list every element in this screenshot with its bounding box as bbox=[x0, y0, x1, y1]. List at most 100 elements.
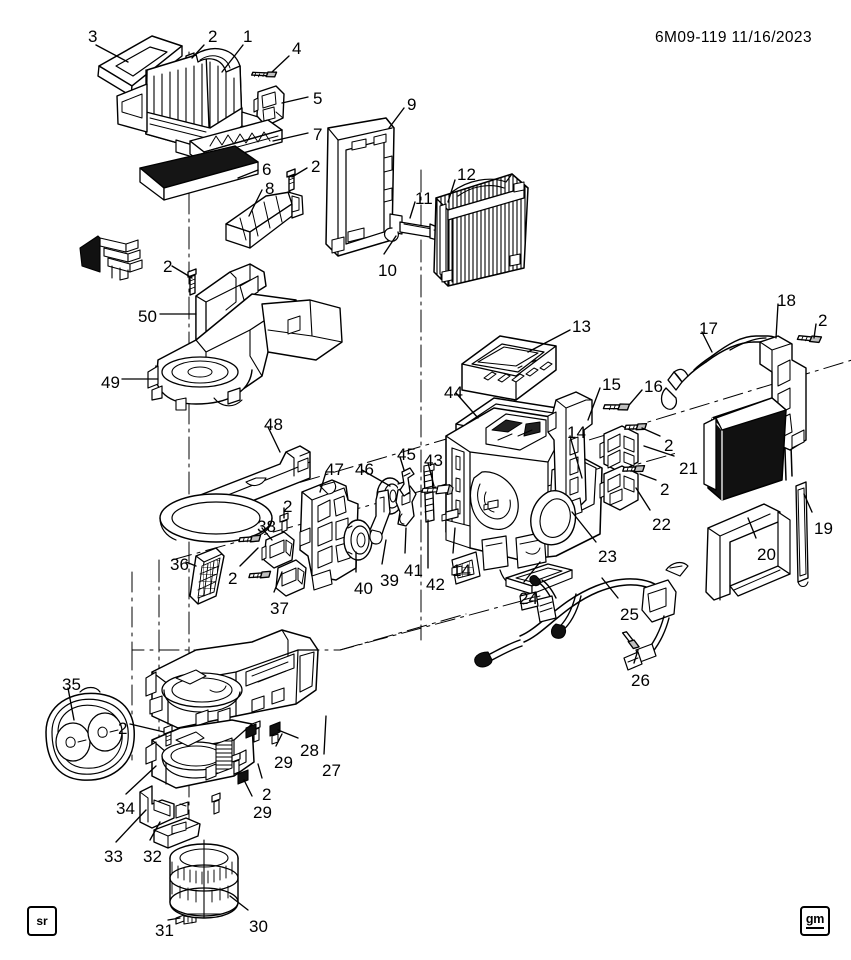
leader-35 bbox=[67, 687, 75, 721]
leader-18 bbox=[775, 303, 779, 339]
callout-49: 49 bbox=[101, 373, 120, 392]
callout-43: 43 bbox=[424, 451, 443, 470]
leader-9 bbox=[388, 107, 405, 129]
callout-26: 26 bbox=[631, 671, 650, 690]
leader-23 bbox=[571, 511, 597, 543]
detail-fin-arrow-icon bbox=[79, 235, 143, 281]
leader-33 bbox=[115, 809, 147, 843]
part-12-evaporator-core bbox=[433, 173, 529, 287]
callout-29: 29 bbox=[253, 803, 272, 822]
leader-13 bbox=[527, 329, 571, 353]
callout-16: 16 bbox=[644, 377, 663, 396]
callout-12: 12 bbox=[457, 165, 476, 184]
callout-2: 2 bbox=[311, 157, 321, 176]
callout-2: 2 bbox=[660, 480, 670, 499]
callout-2: 2 bbox=[262, 785, 272, 804]
leader-11 bbox=[409, 201, 416, 219]
callout-24: 24 bbox=[519, 589, 538, 608]
part-27-blower-housing-upper bbox=[145, 629, 319, 729]
sr-stamp: sr bbox=[27, 906, 57, 936]
callout-14: 14 bbox=[452, 561, 471, 580]
part-34-blower-motor-housing bbox=[145, 719, 255, 789]
callout-46: 46 bbox=[355, 460, 374, 479]
leader-16 bbox=[629, 389, 643, 405]
leader-2 bbox=[291, 167, 308, 178]
part-35-blower-inlet-seal bbox=[45, 686, 135, 781]
callout-32: 32 bbox=[143, 847, 162, 866]
leader-2 bbox=[171, 265, 193, 279]
part-36-vent-grille-small bbox=[189, 547, 225, 605]
leader-8 bbox=[248, 189, 263, 217]
leader-28 bbox=[277, 729, 299, 739]
part-26-harness-screw bbox=[621, 631, 640, 650]
part-39-mode-lever bbox=[369, 489, 391, 545]
part-20-heater-core-seal bbox=[705, 503, 791, 601]
leader-7 bbox=[272, 132, 309, 142]
leader-5 bbox=[281, 96, 309, 104]
leader-41 bbox=[404, 527, 407, 554]
callout-8: 8 bbox=[265, 179, 275, 198]
part-2-screw-bracket-18 bbox=[796, 335, 823, 344]
leader-36 bbox=[185, 561, 197, 567]
callout-47: 47 bbox=[325, 460, 344, 479]
callout-48: 48 bbox=[264, 415, 283, 434]
part-48-duct-seal-ring bbox=[159, 493, 273, 543]
leader-3 bbox=[95, 44, 129, 63]
callout-33: 33 bbox=[104, 847, 123, 866]
drawing-code: 6M09-119 11/16/2023 bbox=[655, 29, 812, 46]
leader-15 bbox=[587, 387, 601, 421]
leader-37 bbox=[273, 571, 283, 593]
part-4-screw-small bbox=[250, 71, 278, 78]
leader-31 bbox=[167, 917, 181, 921]
callout-2: 2 bbox=[818, 311, 828, 330]
leader-1 bbox=[221, 44, 244, 73]
callout-23: 23 bbox=[598, 547, 617, 566]
leader-39 bbox=[381, 539, 387, 565]
leader-27 bbox=[323, 715, 327, 755]
part-33-resistor-bracket bbox=[139, 785, 189, 829]
callout-40: 40 bbox=[354, 579, 373, 598]
leader-2 bbox=[813, 323, 817, 339]
leader-29 bbox=[275, 733, 283, 747]
part-2-screw-near-37 bbox=[248, 570, 272, 579]
callout-50: 50 bbox=[138, 307, 157, 326]
callout-18: 18 bbox=[777, 291, 796, 310]
part-40-cam-gear-large bbox=[343, 519, 373, 561]
leader-43 bbox=[427, 462, 435, 487]
part-heater-core bbox=[703, 397, 787, 501]
callout-38: 38 bbox=[257, 517, 276, 536]
part-47-linkage-plate bbox=[299, 479, 359, 591]
callout-20: 20 bbox=[757, 545, 776, 564]
part-2-screw-actuator-22 bbox=[622, 464, 646, 473]
callout-3: 3 bbox=[88, 27, 98, 46]
callout-2: 2 bbox=[118, 719, 128, 738]
callout-15: 15 bbox=[602, 375, 621, 394]
part-25-wiring-harness bbox=[474, 561, 689, 671]
leader-12 bbox=[447, 179, 456, 203]
part-49-inlet-case-lower bbox=[147, 293, 343, 411]
leader-29 bbox=[243, 779, 253, 797]
callout-45: 45 bbox=[397, 445, 416, 464]
callout-31: 31 bbox=[155, 921, 174, 940]
callout-42: 42 bbox=[426, 575, 445, 594]
leader-2 bbox=[257, 763, 263, 779]
callout-34: 34 bbox=[116, 799, 135, 818]
callout-22: 22 bbox=[652, 515, 671, 534]
leader-2 bbox=[639, 473, 657, 481]
part-2-screw-mid-left bbox=[187, 268, 197, 296]
leader-2 bbox=[129, 723, 165, 733]
gm-logo: gm bbox=[800, 906, 830, 936]
callout-37: 37 bbox=[270, 599, 289, 618]
callout-39: 39 bbox=[380, 571, 399, 590]
part-29-nut-b bbox=[245, 723, 257, 739]
leader-46 bbox=[361, 469, 391, 487]
callout-14: 14 bbox=[567, 423, 586, 442]
callout-7: 7 bbox=[313, 125, 323, 144]
part-2-screw-blower-b bbox=[231, 752, 241, 775]
leader-48 bbox=[267, 426, 281, 453]
part-29-nut-a bbox=[237, 769, 249, 785]
leader-25 bbox=[601, 577, 619, 599]
leader-4 bbox=[271, 55, 290, 73]
